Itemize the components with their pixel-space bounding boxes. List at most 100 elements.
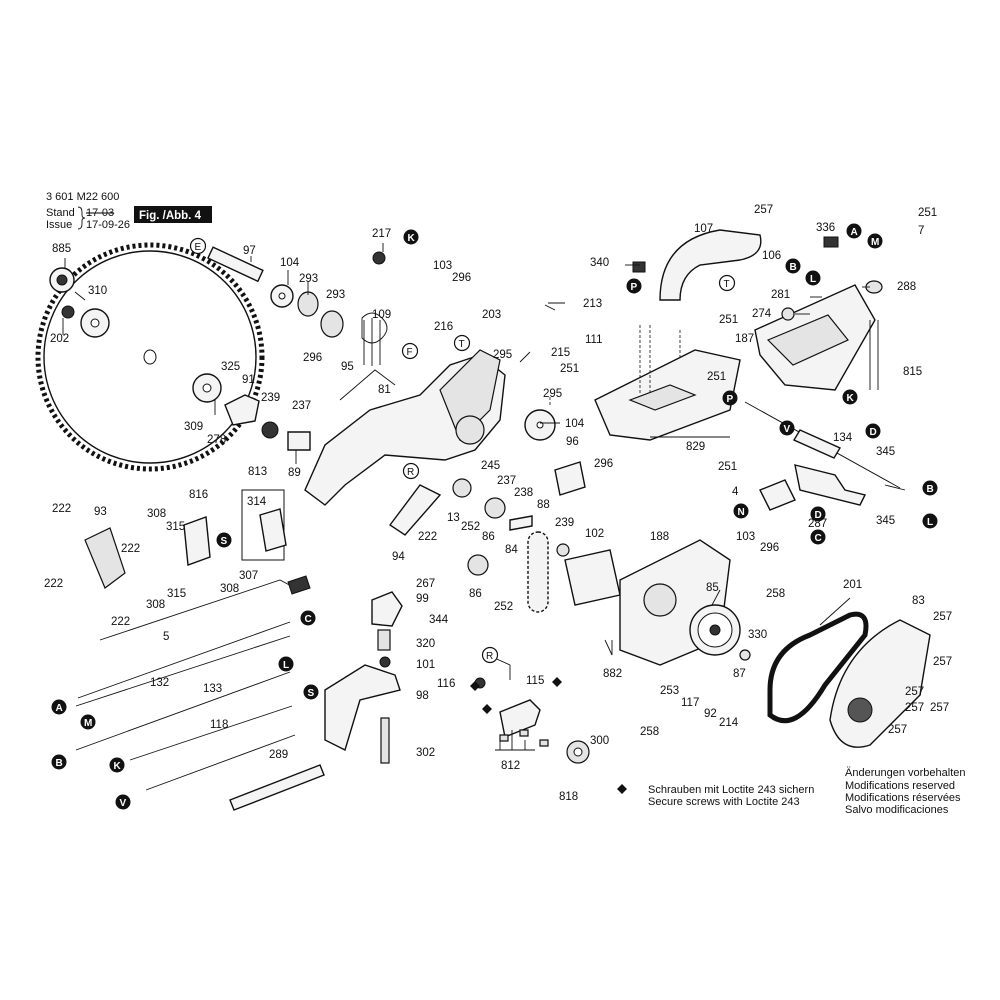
part-label: 307 (239, 570, 258, 582)
part-label: 308 (147, 508, 166, 520)
part-label: 134 (833, 432, 853, 444)
part-label: 96 (566, 436, 579, 448)
marker-label: N (738, 507, 745, 518)
marker-label: V (784, 424, 791, 435)
part-label: 5 (163, 631, 169, 643)
part-label: 253 (660, 685, 679, 697)
part-label: 257 (905, 686, 924, 698)
part-label: 111 (585, 334, 602, 346)
part-label: 94 (392, 551, 405, 563)
part-label: 217 (372, 228, 391, 240)
part-label: 296 (760, 542, 779, 554)
marker-label: B (56, 758, 63, 769)
part-label: 132 (150, 677, 169, 689)
part-label: 222 (52, 503, 71, 515)
marker-label: D (870, 427, 877, 438)
part-label: 251 (918, 207, 937, 219)
part-label: 104 (565, 418, 585, 430)
marker-label: M (84, 718, 92, 729)
letter-markers-filled: K S A M B K C L S V P P A M B L K D V (51, 223, 938, 810)
figure-label: Fig. /Abb. 4 (139, 210, 202, 222)
part-label: 95 (341, 361, 354, 373)
notes-block: Schrauben mit Loctite 243 sichern Secure… (648, 767, 965, 816)
part-label: 251 (719, 314, 738, 326)
main-housing (304, 349, 506, 506)
modifications-en: Modifications reserved (845, 780, 955, 792)
part-label: 251 (560, 363, 579, 375)
part-label: 345 (876, 446, 895, 458)
part-label: 239 (555, 517, 574, 529)
saw-blade-assembly (35, 242, 311, 472)
part-label: 882 (603, 668, 622, 680)
part-label: 314 (247, 496, 267, 508)
marker-label: L (283, 660, 289, 671)
part-label: 258 (766, 588, 785, 600)
marker-label: P (727, 394, 734, 405)
part-label: 214 (719, 717, 739, 729)
part-number-labels: 885 310 202 97 104 293 293 217 103 296 1… (44, 204, 952, 803)
part-label: 91 (242, 374, 255, 386)
part-label: 215 (551, 347, 570, 359)
part-label: 133 (203, 683, 222, 695)
marker-label: S (221, 536, 228, 547)
part-label: 289 (269, 749, 288, 761)
part-label: 310 (88, 285, 107, 297)
part-label: 315 (167, 588, 186, 600)
marker-label: A (56, 703, 63, 714)
marker-label: K (847, 393, 855, 404)
part-label: 245 (481, 460, 500, 472)
mid-brackets (324, 591, 403, 764)
marker-label: A (851, 227, 858, 238)
part-label: 87 (733, 668, 746, 680)
marker-label: D (815, 510, 822, 521)
modifications-fr: Modifications réservées (845, 792, 961, 804)
part-label: 7 (918, 225, 924, 237)
part-label: 101 (416, 659, 435, 671)
part-label: 315 (166, 521, 185, 533)
part-label: 238 (514, 487, 533, 499)
modifications-de: Änderungen vorbehalten (845, 767, 965, 779)
gearbox-and-belt (619, 539, 931, 748)
part-label: 187 (735, 333, 754, 345)
part-label: 287 (808, 518, 827, 530)
cables-and-handles (75, 489, 325, 811)
part-label: 293 (326, 289, 345, 301)
modifications-es: Salvo modificaciones (845, 804, 949, 816)
marker-label: L (927, 517, 933, 528)
part-label: 216 (434, 321, 453, 333)
part-label: 103 (736, 531, 755, 543)
letter-markers-outlined: E F T R T R (189, 237, 736, 664)
part-label: 104 (280, 257, 300, 269)
brace-icon (77, 206, 86, 230)
loctite-markers (470, 677, 627, 794)
part-label: 99 (416, 593, 429, 605)
marker-label: C (305, 614, 312, 625)
part-label: 274 (752, 308, 772, 320)
part-label: 251 (707, 371, 726, 383)
marker-label: L (810, 274, 816, 285)
part-label: 237 (292, 400, 311, 412)
issue-value: 17-09-26 (86, 219, 130, 231)
part-label: 92 (704, 708, 717, 720)
part-label: 188 (650, 531, 669, 543)
part-label: 829 (686, 441, 705, 453)
part-label: 257 (930, 702, 949, 714)
part-label: 88 (537, 499, 550, 511)
part-label: 300 (590, 735, 609, 747)
part-label: 97 (243, 245, 256, 257)
marker-label: B (927, 484, 934, 495)
part-label: 325 (221, 361, 240, 373)
shaft-parts (207, 246, 388, 366)
part-label: 257 (888, 724, 907, 736)
part-label: 106 (762, 250, 781, 262)
part-label: 81 (378, 384, 391, 396)
marker-ring (189, 237, 207, 255)
part-label: 102 (585, 528, 604, 540)
part-label: 885 (52, 243, 71, 255)
part-label: 281 (771, 289, 790, 301)
part-label: 818 (559, 791, 578, 803)
part-label: 213 (583, 298, 602, 310)
marker-label: R (407, 467, 414, 478)
part-label: 103 (433, 260, 452, 272)
